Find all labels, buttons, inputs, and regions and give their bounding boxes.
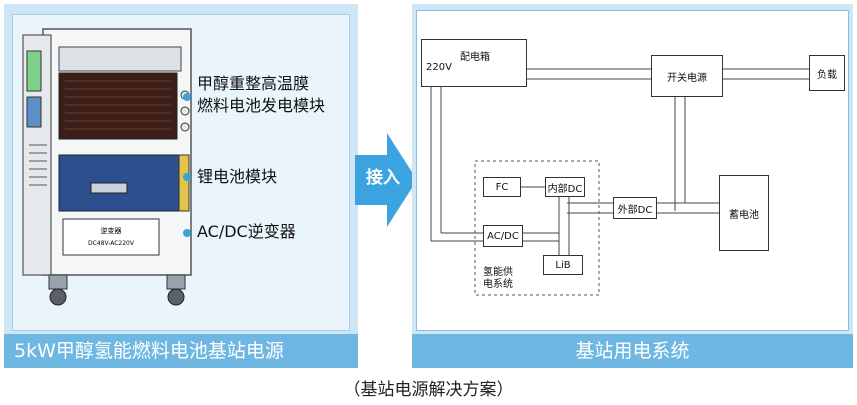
connect-arrow-icon	[355, 133, 417, 227]
system-diagram-area: 配电箱 220V 开关电源 负载 FC 内部DC 外部DC 蓄电池 AC/DC …	[416, 10, 849, 331]
load-node: 负载	[809, 55, 845, 91]
left-panel-footer: 5kW甲醇氢能燃料电池基站电源	[4, 334, 358, 368]
callout-battery-line1: 锂电池模块	[197, 167, 278, 186]
hydrogen-group-label-line1: 氢能供	[483, 267, 513, 278]
acdc-node: AC/DC	[483, 225, 523, 247]
distribution-box-label: 配电箱	[460, 52, 490, 63]
cabinet-illustration-area: 逆变器 DC48V-AC220V 甲醇重整高温膜 燃料电池发电模块 锂电池模块 …	[12, 14, 350, 331]
switch-power-node: 开关电源	[651, 55, 723, 97]
callout-dot-fuel-cell	[183, 93, 191, 101]
external-dc-node: 外部DC	[613, 197, 657, 219]
callout-fuel-cell: 甲醇重整高温膜 燃料电池发电模块	[197, 73, 325, 117]
wiring-lines	[430, 68, 809, 296]
callout-inverter-line1: AC/DC逆变器	[197, 222, 296, 241]
callout-dot-inverter	[183, 229, 191, 237]
battery-node: 蓄电池	[719, 175, 769, 251]
power-cabinet-illustration: 逆变器 DC48V-AC220V	[22, 28, 192, 306]
left-panel: 逆变器 DC48V-AC220V 甲醇重整高温膜 燃料电池发电模块 锂电池模块 …	[4, 4, 358, 368]
callout-inverter: AC/DC逆变器	[197, 221, 296, 243]
connect-arrow-label: 接入	[366, 168, 400, 188]
lib-node: LiB	[543, 255, 583, 275]
right-panel: 配电箱 220V 开关电源 负载 FC 内部DC 外部DC 蓄电池 AC/DC …	[412, 4, 853, 368]
inverter-plate-line2: DC48V-AC220V	[88, 240, 135, 247]
callout-battery: 锂电池模块	[197, 166, 277, 188]
inverter-plate-line1: 逆变器	[101, 226, 122, 235]
callout-dot-battery	[183, 173, 191, 181]
voltage-label: 220V	[426, 62, 452, 73]
callout-fuel-cell-line2: 燃料电池发电模块	[197, 96, 326, 115]
right-panel-footer: 基站用电系统	[412, 334, 853, 368]
internal-dc-node: 内部DC	[545, 177, 585, 197]
hydrogen-group-label-line2: 电系统	[483, 279, 513, 290]
distribution-box: 配电箱 220V	[421, 39, 527, 87]
callout-fuel-cell-line1: 甲醇重整高温膜	[197, 74, 310, 93]
figure-caption: （基站电源解决方案）	[343, 380, 514, 400]
fc-node: FC	[483, 177, 521, 197]
